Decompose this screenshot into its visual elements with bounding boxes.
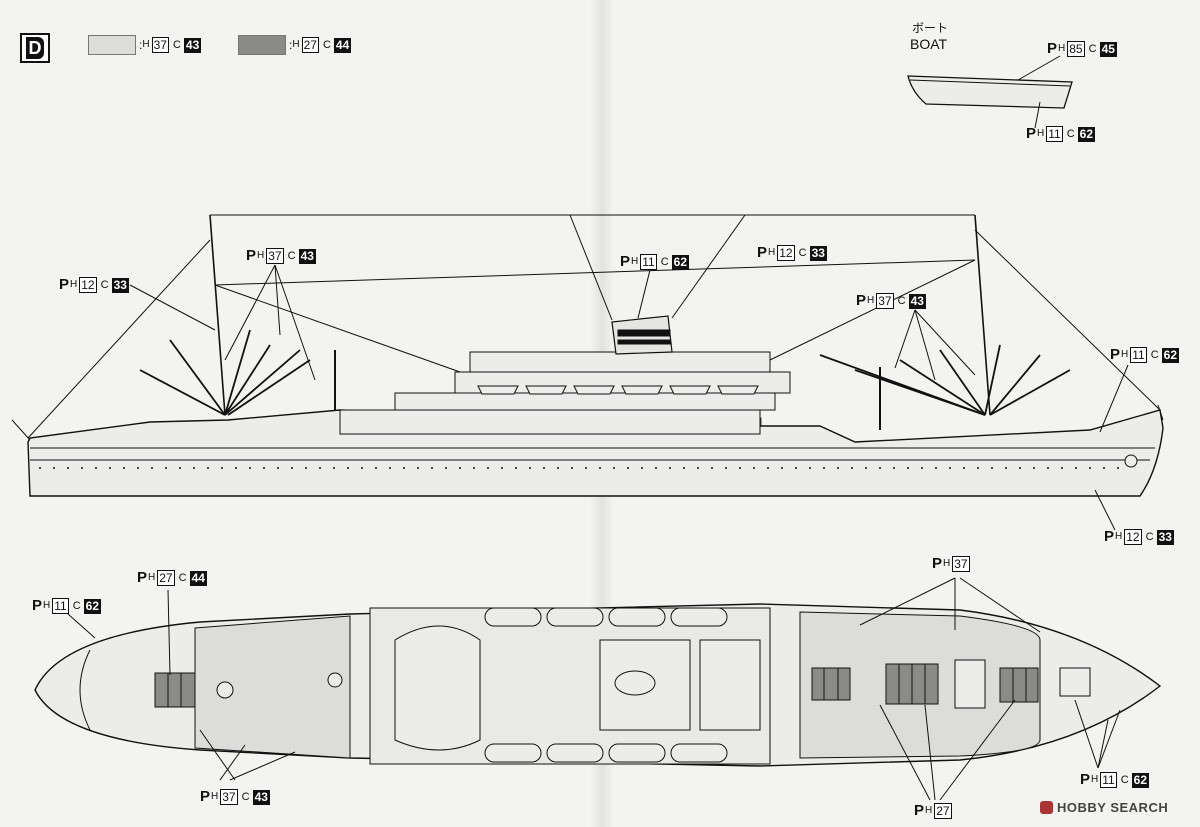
section-badge: D: [20, 33, 50, 63]
hobby-search-watermark: HOBBY SEARCH: [1040, 800, 1168, 815]
boat-title-en: BOAT: [910, 36, 948, 52]
dark-gray-swatch: [238, 35, 286, 55]
hobby-search-logo-icon: [1040, 801, 1053, 814]
boat-title-jp: ボート: [912, 21, 949, 35]
light-gray-swatch: [88, 35, 136, 55]
